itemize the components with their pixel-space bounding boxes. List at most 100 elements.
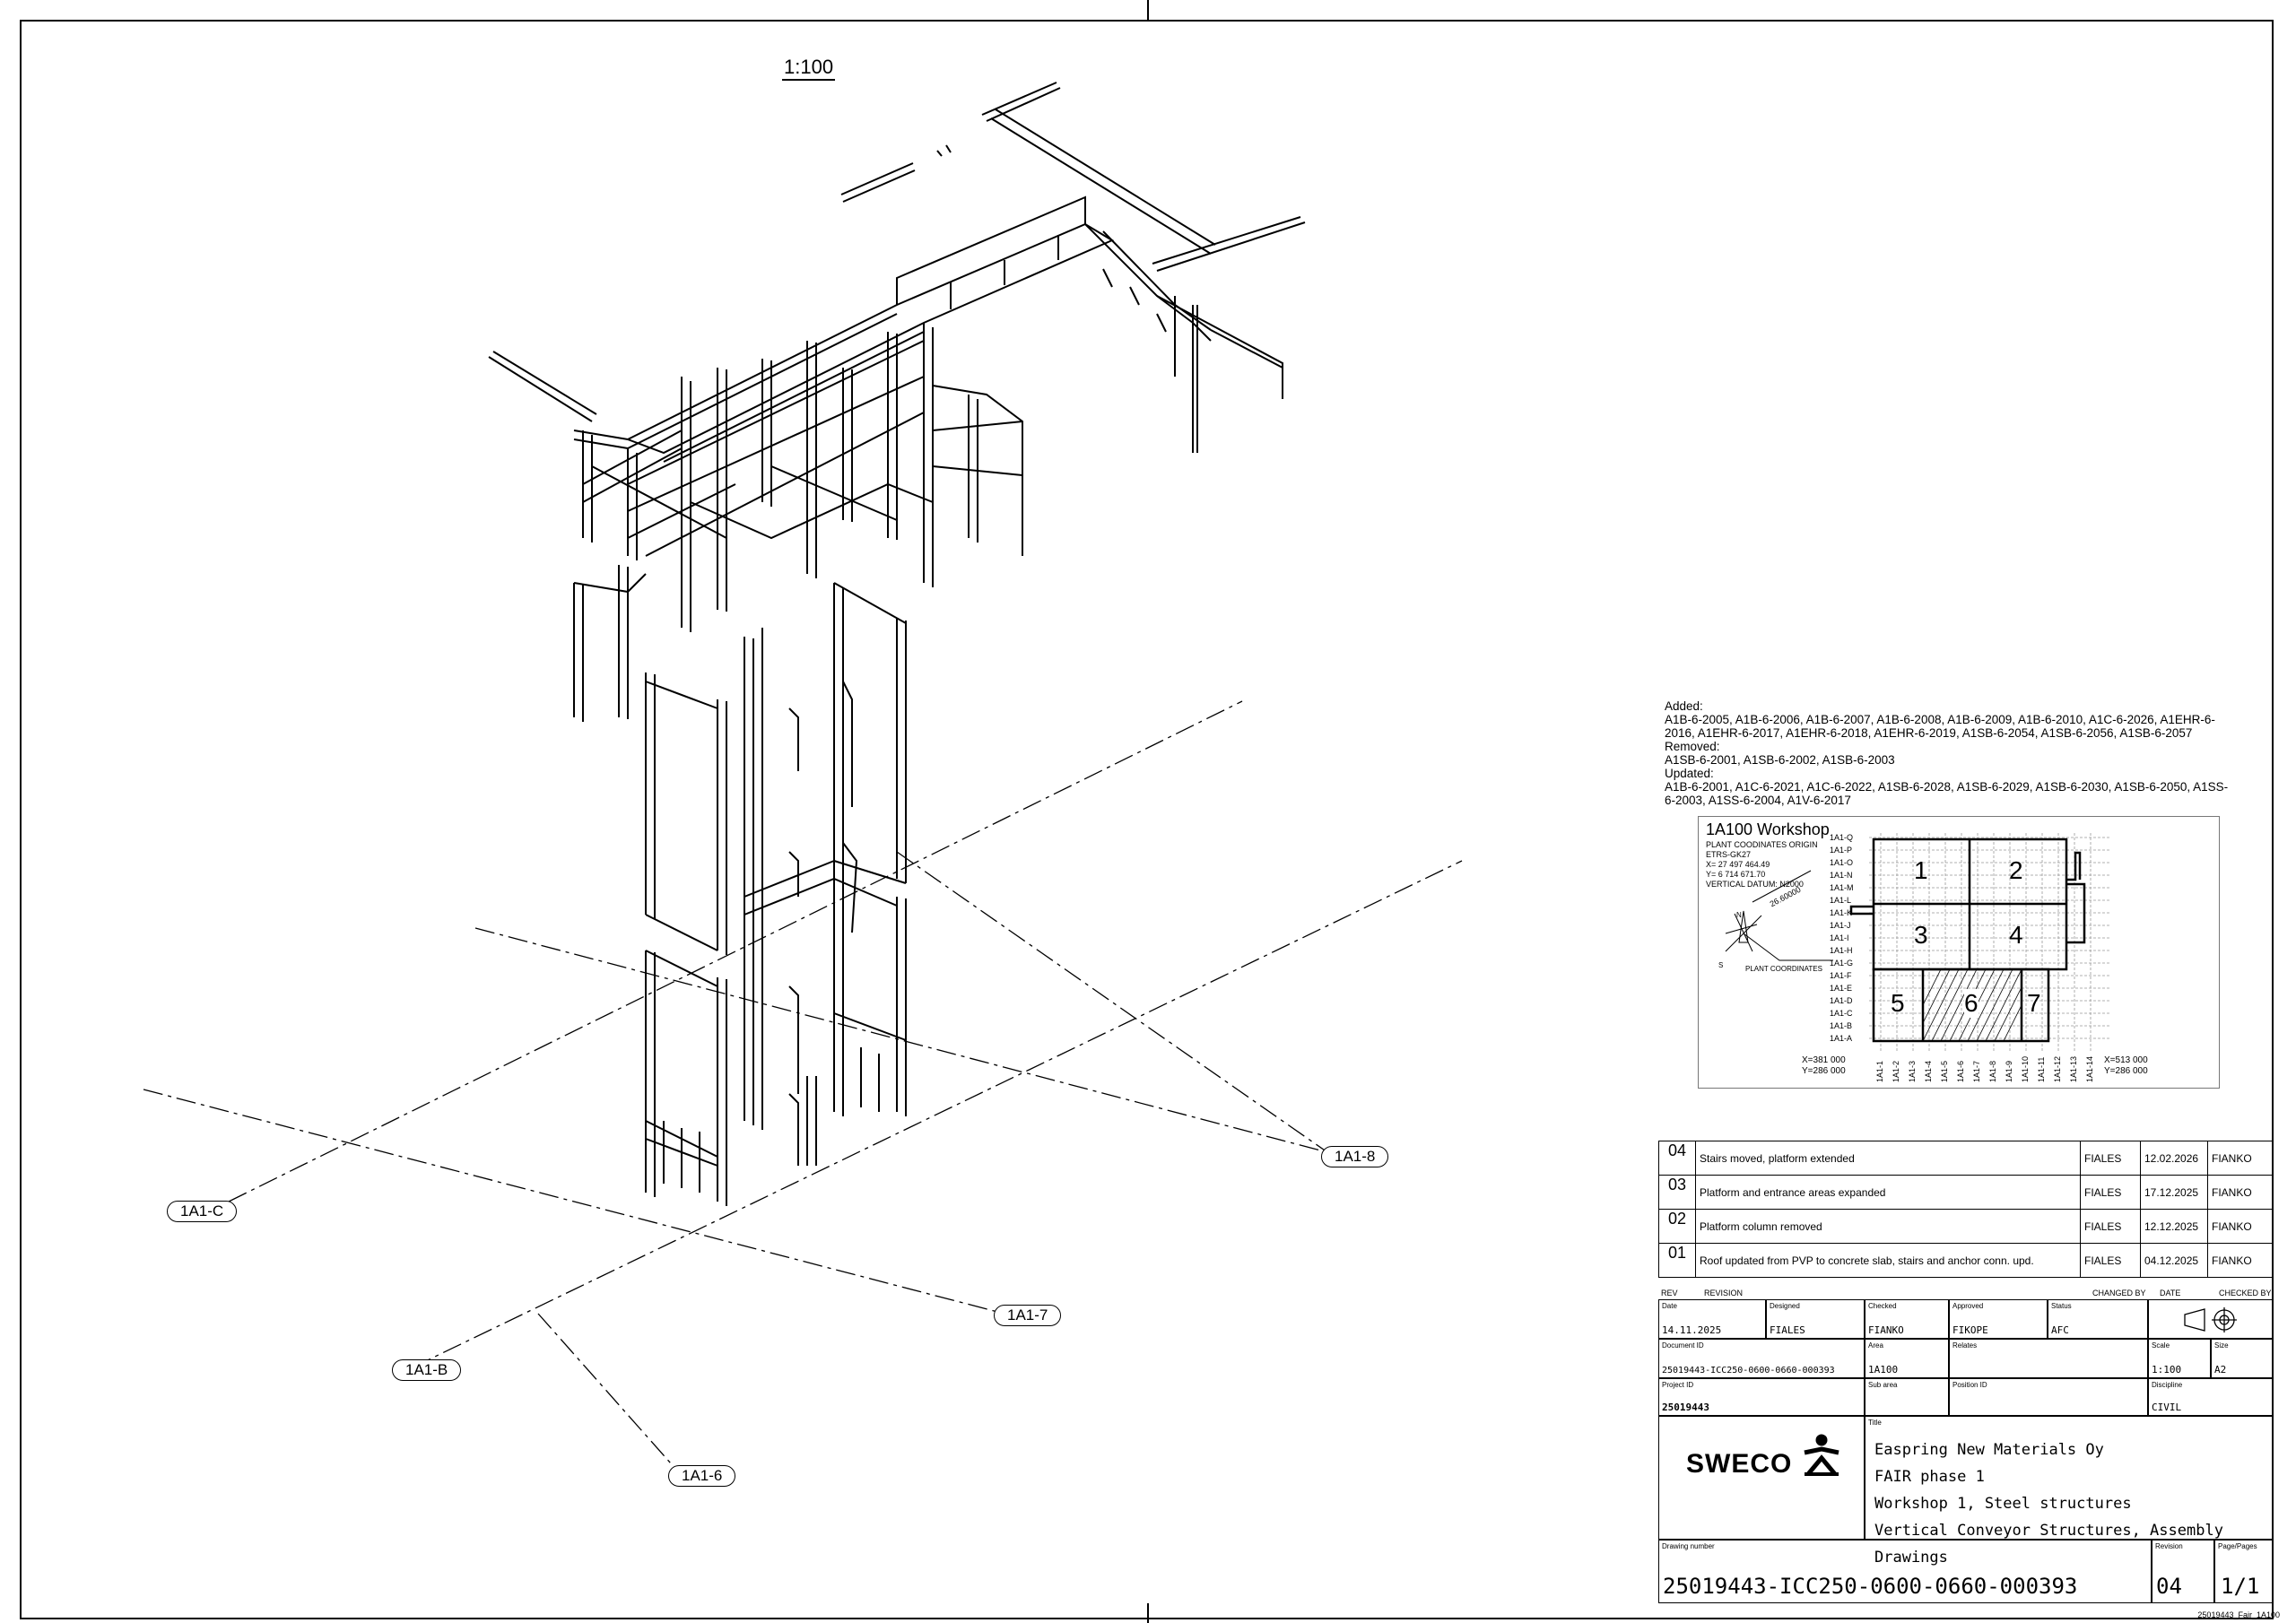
removed-label: Removed: [1665,740,1720,753]
tb-label: Size [2214,1341,2229,1350]
tb-discipline: Discipline CIVIL [2148,1378,2274,1416]
kp-col-label: 1A1-11 [2037,1056,2046,1082]
title-line: Workshop 1, Steel structures [1874,1495,2132,1513]
grid-tag-1a1-6: 1A1-6 [668,1465,736,1487]
rev-number: 03 [1658,1175,1696,1210]
projection-symbol-icon [2184,1307,2237,1332]
rev-description: Roof updated from PVP to concrete slab, … [1695,1243,2081,1278]
tb-label: Title [1868,1419,1882,1427]
origin-line: PLANT COODINATES ORIGIN [1706,840,1818,849]
key-plan: 1A100 Workshop PLANT COODINATES ORIGIN E… [1698,816,2220,1089]
rev-changed-by: FIALES [2080,1175,2141,1210]
page-count: 1/1 [2221,1574,2260,1599]
origin-line: Y= 6 714 671.70 [1706,870,1766,879]
zone-3: 3 [1914,921,1928,949]
added-label: Added: [1665,699,1703,713]
tb-label: Date [1662,1302,1677,1310]
grid-tag-1a1-7: 1A1-7 [994,1305,1062,1326]
zone-7: 7 [2027,989,2041,1017]
kp-col-label: 1A1-2 [1892,1060,1900,1082]
title-line: FAIR phase 1 [1874,1468,1985,1486]
tb-label: Project ID [1662,1381,1694,1389]
tb-approved: Approved FIKOPE [1949,1299,2048,1339]
kp-row-label: 1A1-I [1830,933,1849,942]
kp-row-label: 1A1-P [1830,846,1853,855]
origin-line: X= 27 497 464.49 [1706,860,1770,869]
tb-value: 14.11.2025 [1662,1324,1722,1336]
origin-line: ETRS-GK27 [1706,850,1752,859]
south-label: S [1718,961,1724,969]
kp-row-label: 1A1-J [1830,921,1851,930]
key-plan-origin-info: PLANT COODINATES ORIGIN ETRS-GK27 X= 27 … [1706,840,1818,890]
rev-date: 17.12.2025 [2140,1175,2208,1210]
kp-row-label: 1A1-D [1830,996,1853,1005]
tb-position-id: Position ID [1949,1378,2148,1416]
tb-label: Page/Pages [2218,1542,2257,1550]
tb-size: Size A2 [2211,1339,2274,1378]
tb-drawing-number: Drawing number 25019443-ICC250-0600-0660… [1658,1540,2152,1603]
kp-row-label: 1A1-O [1830,858,1854,867]
kp-row-label: 1A1-H [1830,946,1853,955]
rev-date: 12.12.2025 [2140,1209,2208,1244]
tb-value: FIANKO [1868,1324,1904,1336]
added-items: A1B-6-2005, A1B-6-2006, A1B-6-2007, A1B-… [1665,713,2215,740]
kp-col-label: 1A1-13 [2069,1055,2078,1082]
north-label: N [1736,911,1742,919]
grid-tag-1a1-8: 1A1-8 [1321,1146,1389,1167]
kp-col-label: 1A1-12 [2053,1055,2062,1082]
kp-row-label: 1A1-M [1830,883,1854,892]
kp-col-label: 1A1-4 [1924,1060,1933,1082]
key-plan-title: 1A100 Workshop [1706,820,1830,838]
kp-row-label: 1A1-Q [1830,833,1854,842]
tb-value: FIALES [1770,1324,1805,1336]
rev-checked-by: FIANKO [2207,1209,2274,1244]
kp-col-label: 1A1-1 [1875,1060,1884,1082]
logo-text: SWECO [1686,1449,1793,1479]
rev-changed-by: FIALES [2080,1243,2141,1278]
tb-value: AFC [2051,1324,2069,1336]
kp-col-label: 1A1-10 [2021,1055,2030,1082]
title-line: Vertical Conveyor Structures, Assembly D… [1874,1522,2223,1567]
kp-row-label: 1A1-E [1830,984,1853,993]
zone-6: 6 [1964,989,1979,1018]
zone-1: 1 [1914,856,1928,884]
kp-row-label: 1A1-L [1830,896,1852,905]
tb-label: Status [2051,1302,2072,1310]
tb-value: A2 [2214,1364,2227,1376]
tb-area: Area 1A100 [1865,1339,1949,1378]
tb-label: Relates [1952,1341,1978,1350]
tb-label: Sub area [1868,1381,1898,1389]
rev-header-revision: REVISION [1704,1289,1744,1298]
tb-pages: Page/Pages 1/1 [2214,1540,2274,1603]
key-plan-grid [1725,833,2111,1052]
kp-col-label: 1A1-9 [2005,1060,2013,1082]
tb-label: Area [1868,1341,1883,1350]
kp-col-label: 1A1-6 [1956,1060,1965,1082]
revision-row: 03 Platform and entrance areas expanded … [1658,1175,2274,1210]
drawing-frame [20,20,2274,1619]
tb-label: Revision [2155,1542,2183,1550]
kp-col-label: 1A1-8 [1988,1060,1997,1082]
zone-5: 5 [1891,989,1905,1017]
file-id: 25019443_Fair_1A100 [2197,1610,2280,1619]
rev-description: Platform column removed [1695,1209,2081,1244]
rev-number: 02 [1658,1209,1696,1244]
kp-col-label: 1A1-5 [1940,1060,1949,1082]
tb-project-id: Project ID 25019443 [1658,1378,1865,1416]
origin-line: VERTICAL DATUM: N2000 [1706,880,1804,889]
tb-label: Discipline [2152,1381,2183,1389]
rev-header-rev: REV [1661,1289,1678,1298]
kp-row-label: 1A1-A [1830,1034,1853,1043]
change-notes: Added: A1B-6-2005, A1B-6-2006, A1B-6-200… [1665,699,2239,807]
rev-checked-by: FIANKO [2207,1141,2274,1176]
rev-header-changed-by: CHANGED BY [2092,1289,2146,1298]
tb-relates: Relates [1949,1339,2148,1378]
zone-2: 2 [2009,856,2023,884]
tb-label: Document ID [1662,1341,1704,1350]
tb-label: Drawing number [1662,1542,1715,1550]
tb-revision: Revision 04 [2152,1540,2214,1603]
tb-designed: Designed FIALES [1766,1299,1865,1339]
tb-value: 25019443 [1662,1402,1709,1413]
tb-value: FIKOPE [1952,1324,1988,1336]
